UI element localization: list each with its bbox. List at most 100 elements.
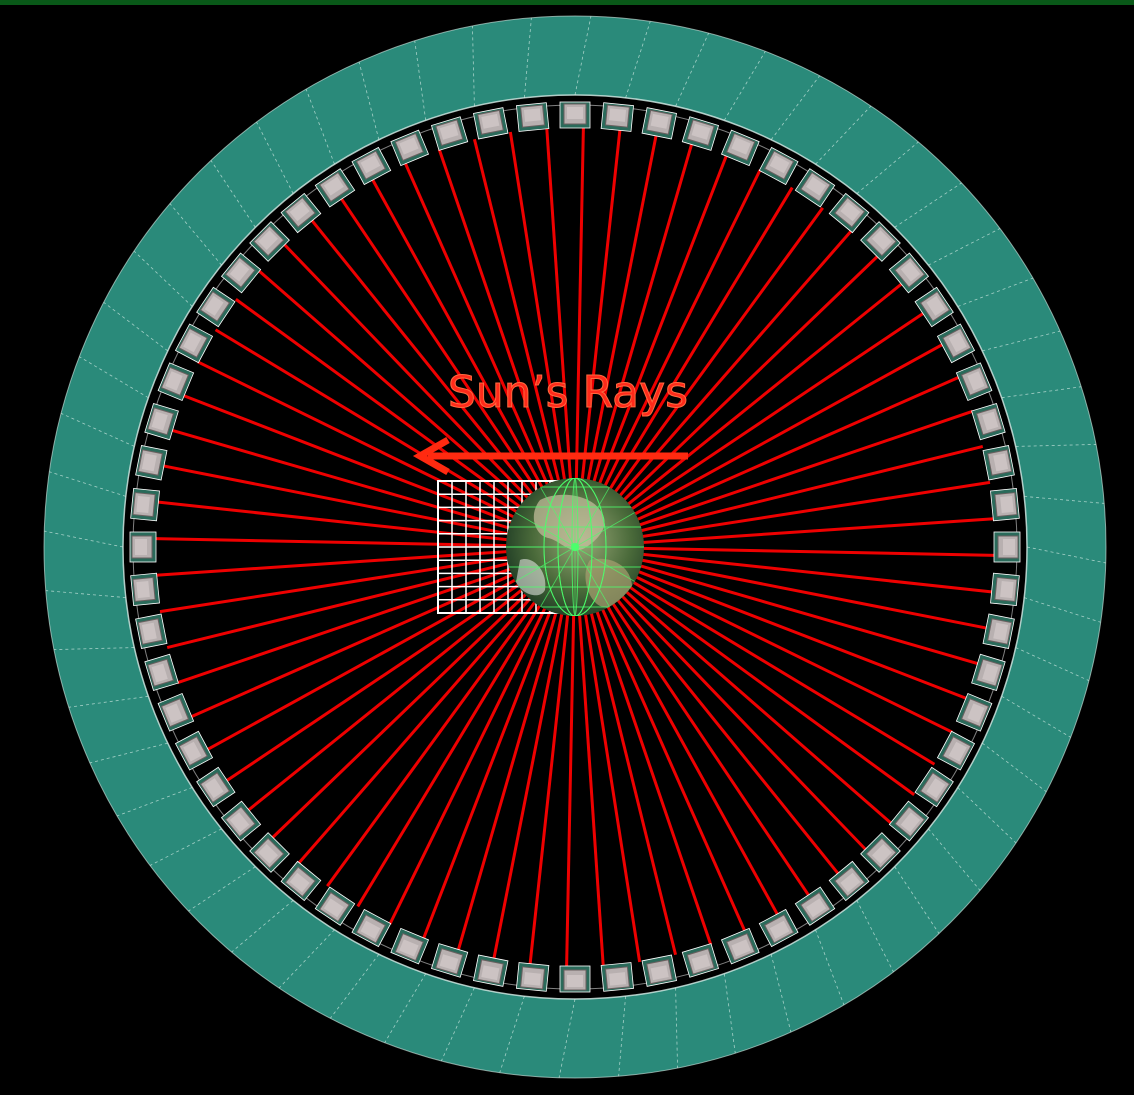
module-unit — [473, 107, 509, 140]
module-unit — [280, 860, 322, 902]
sun-ray — [297, 553, 570, 865]
sun-ray — [578, 169, 762, 539]
ring-segment-divider — [1024, 495, 1105, 504]
module-highlight — [1000, 580, 1014, 599]
module-unit — [390, 129, 430, 167]
top-strip — [0, 0, 1134, 5]
module-unit — [955, 362, 993, 402]
module-highlight — [183, 332, 202, 353]
ring-segment-divider — [574, 16, 592, 96]
module-highlight — [840, 201, 861, 222]
sun-ray — [584, 547, 988, 630]
module-unit — [129, 531, 157, 563]
module-unit — [914, 286, 954, 328]
ring-segment-divider — [928, 228, 1001, 266]
module-highlight — [967, 371, 985, 391]
sun-ray — [582, 551, 916, 796]
ring-segment-divider — [558, 998, 576, 1078]
sun-ray — [575, 556, 642, 963]
sun-ray — [579, 206, 824, 540]
module-highlight — [481, 965, 500, 981]
ring-segment-divider — [45, 590, 126, 599]
ring-segment-divider — [44, 530, 124, 548]
module-unit — [516, 102, 550, 132]
sun-ray — [584, 545, 995, 557]
module-highlight — [567, 975, 583, 987]
ring-segment-divider — [1026, 546, 1106, 564]
ring-segment-divider — [330, 953, 380, 1019]
module-unit — [936, 323, 976, 364]
ring-segment-divider — [441, 987, 475, 1062]
ring-segment-divider — [53, 647, 135, 650]
module-highlight — [691, 123, 711, 140]
ring-segment-divider — [169, 203, 222, 266]
sun-ray — [422, 555, 573, 940]
ring-band — [44, 16, 1106, 1078]
sun-rays-arrow — [412, 436, 688, 476]
module-unit — [990, 572, 1020, 606]
globe-spoke — [540, 546, 576, 607]
module-highlight — [948, 741, 967, 762]
sun-ray — [190, 549, 567, 719]
ring-segment-divider — [675, 32, 709, 107]
sun-ray — [574, 556, 605, 967]
module-highlight — [141, 453, 157, 472]
ring-segment-divider — [815, 929, 845, 1006]
module-highlight — [151, 411, 168, 431]
ring-segment-divider — [499, 996, 525, 1073]
module-highlight — [967, 703, 985, 723]
module-unit — [430, 116, 469, 151]
sun-ray — [582, 550, 936, 766]
ring-segment-divider — [149, 828, 222, 866]
sun-ray — [583, 343, 944, 544]
module-unit — [860, 221, 901, 262]
module-unit — [135, 445, 168, 481]
sun-ray — [388, 555, 572, 925]
module-unit — [135, 613, 168, 649]
sun-ray — [403, 162, 573, 539]
module-highlight — [982, 663, 999, 683]
module-unit — [130, 488, 160, 522]
module-highlight — [993, 622, 1009, 641]
module-highlight — [399, 137, 419, 155]
sun-ray — [584, 546, 993, 594]
ring-segment-divider — [856, 141, 919, 194]
module-unit — [681, 943, 720, 978]
module-highlight — [165, 371, 183, 391]
sun-ray — [577, 154, 728, 539]
module-unit — [220, 800, 262, 842]
module-highlight — [360, 920, 381, 939]
arrow-head — [412, 436, 450, 476]
module-unit — [351, 908, 392, 948]
ring-segment-divider — [305, 88, 335, 165]
sun-ray — [580, 553, 868, 851]
ring-segment-divider — [1001, 386, 1082, 399]
module-unit — [982, 613, 1015, 649]
sun-ray — [576, 143, 694, 538]
ring-segment-divider — [49, 471, 126, 497]
module-highlight — [399, 939, 419, 957]
module-highlight — [523, 972, 542, 986]
module-unit — [888, 252, 930, 294]
module-unit — [249, 832, 290, 873]
module-highlight — [731, 939, 751, 957]
ring-segment-divider — [79, 356, 149, 399]
sun-ray — [576, 555, 713, 945]
module-highlight — [439, 954, 459, 971]
sun-ray — [584, 480, 991, 547]
sun-ray — [581, 254, 879, 542]
module-highlight — [1003, 539, 1015, 555]
sun-ray — [326, 554, 571, 888]
sun-ray — [584, 517, 995, 548]
sun-ray — [581, 552, 893, 825]
ring-segment-divider — [957, 787, 1017, 844]
sun-ray — [584, 548, 979, 666]
ring-segment-divider — [928, 828, 981, 891]
sun-ray — [437, 149, 574, 539]
ring-segment-divider — [723, 973, 736, 1054]
ring-segment-divider — [618, 996, 627, 1077]
module-unit — [828, 860, 870, 902]
ring-segment-divider — [1001, 695, 1071, 738]
module-unit — [794, 168, 836, 208]
ring-segment-divider — [1015, 444, 1097, 447]
